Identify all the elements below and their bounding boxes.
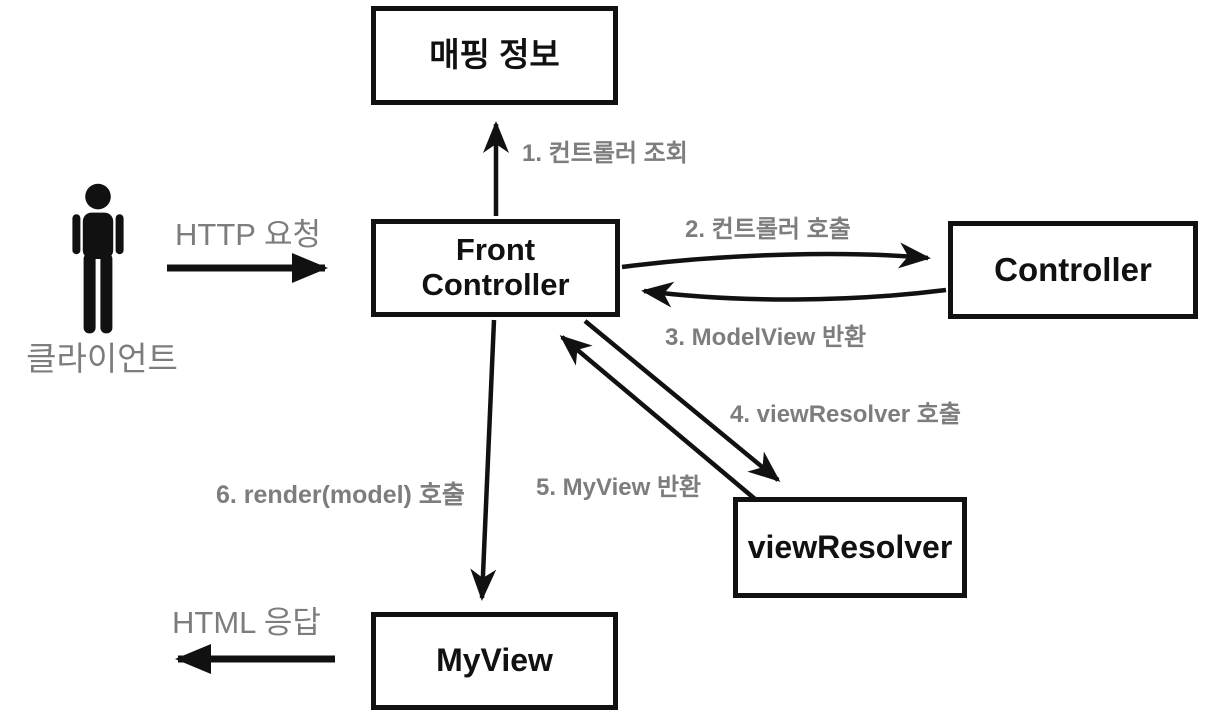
label-step1-controller-lookup: 1. 컨트롤러 조회 [522,140,688,167]
label-step5-myview-return: 5. MyView 반환 [536,474,702,501]
label-step6-render-call: 6. render(model) 호출 [216,481,465,509]
label-http-request: HTTP 요청 [175,217,322,252]
arrow-step5-myview-return [559,335,757,501]
label-step4-viewresolver-call: 4. viewResolver 호출 [730,401,961,428]
box-mapping-info: 매핑 정보 [371,6,618,105]
label-html-response: HTML 응답 [172,605,321,640]
arrow-step6-render-call [470,319,497,601]
arrow-step2-controller-call [621,242,931,270]
box-view-resolver: viewResolver [733,497,967,598]
label-step2-controller-call: 2. 컨트롤러 호출 [685,216,851,243]
arrow-step3-modelview-return [641,281,947,308]
box-front-controller: Front Controller [371,219,620,317]
label-step3-modelview-return: 3. ModelView 반환 [665,324,867,351]
client-label: 클라이언트 [26,340,178,377]
box-my-view: MyView [371,612,618,710]
person-icon [72,183,124,334]
box-controller: Controller [948,221,1198,319]
arrow-step4-viewresolver-call [583,319,781,482]
